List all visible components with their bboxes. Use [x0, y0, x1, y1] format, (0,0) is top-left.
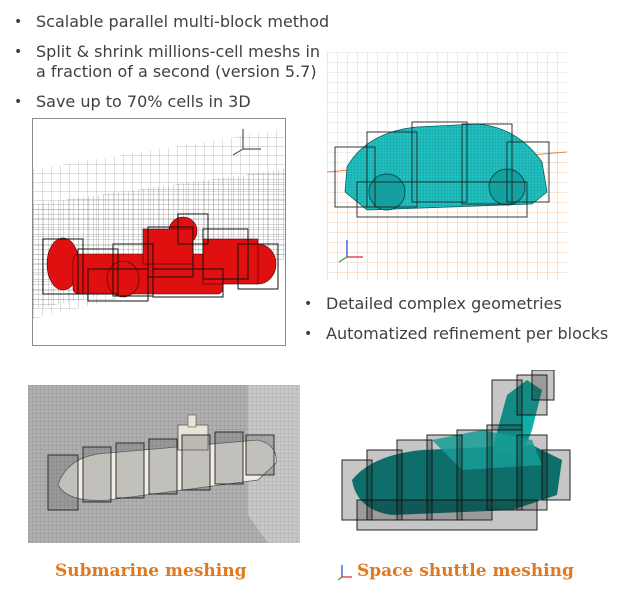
bullet-scalable-method: • Scalable parallel multi-block method — [14, 12, 329, 32]
space-shuttle-caption: Space shuttle meshing — [357, 561, 574, 581]
bullet-dot: • — [14, 94, 23, 110]
axis-triad-icon — [232, 129, 261, 156]
car-mesh-image — [327, 52, 567, 280]
f1-car-body — [46, 216, 277, 298]
submarine-mesh-image — [28, 385, 300, 543]
submarine-hull — [57, 414, 277, 501]
submarine-caption: Submarine meshing — [55, 561, 247, 581]
bullet-detailed-geometries: • Detailed complex geometries — [304, 294, 562, 314]
axis-triad-icon — [338, 562, 354, 580]
bullet-dot: • — [304, 296, 313, 312]
bullet-text: Split & shrink millions-cell meshs in a … — [36, 42, 321, 81]
car-body — [344, 123, 548, 211]
bullet-split-shrink: • Split & shrink millions-cell meshs in … — [14, 42, 320, 82]
mesh-blocks — [334, 121, 550, 218]
bullet-text: Detailed complex geometries — [326, 294, 562, 313]
bullet-dot: • — [14, 44, 23, 60]
f1-car-mesh-image — [32, 118, 286, 346]
bullet-automatized-refinement: • Automatized refinement per blocks — [304, 324, 608, 344]
mesh-blocks — [341, 370, 571, 531]
bullet-dot: • — [14, 14, 23, 30]
bullet-dot: • — [304, 326, 313, 342]
bullet-save-cells: • Save up to 70% cells in 3D — [14, 92, 251, 112]
bullet-text: Scalable parallel multi-block method — [36, 12, 330, 31]
bullet-text: Automatized refinement per blocks — [326, 324, 609, 343]
axis-triad-icon — [338, 240, 363, 263]
space-shuttle-mesh-image — [332, 370, 582, 548]
mesh-blocks — [42, 213, 279, 302]
mesh-blocks — [47, 431, 275, 511]
bullet-text: Save up to 70% cells in 3D — [36, 92, 251, 111]
